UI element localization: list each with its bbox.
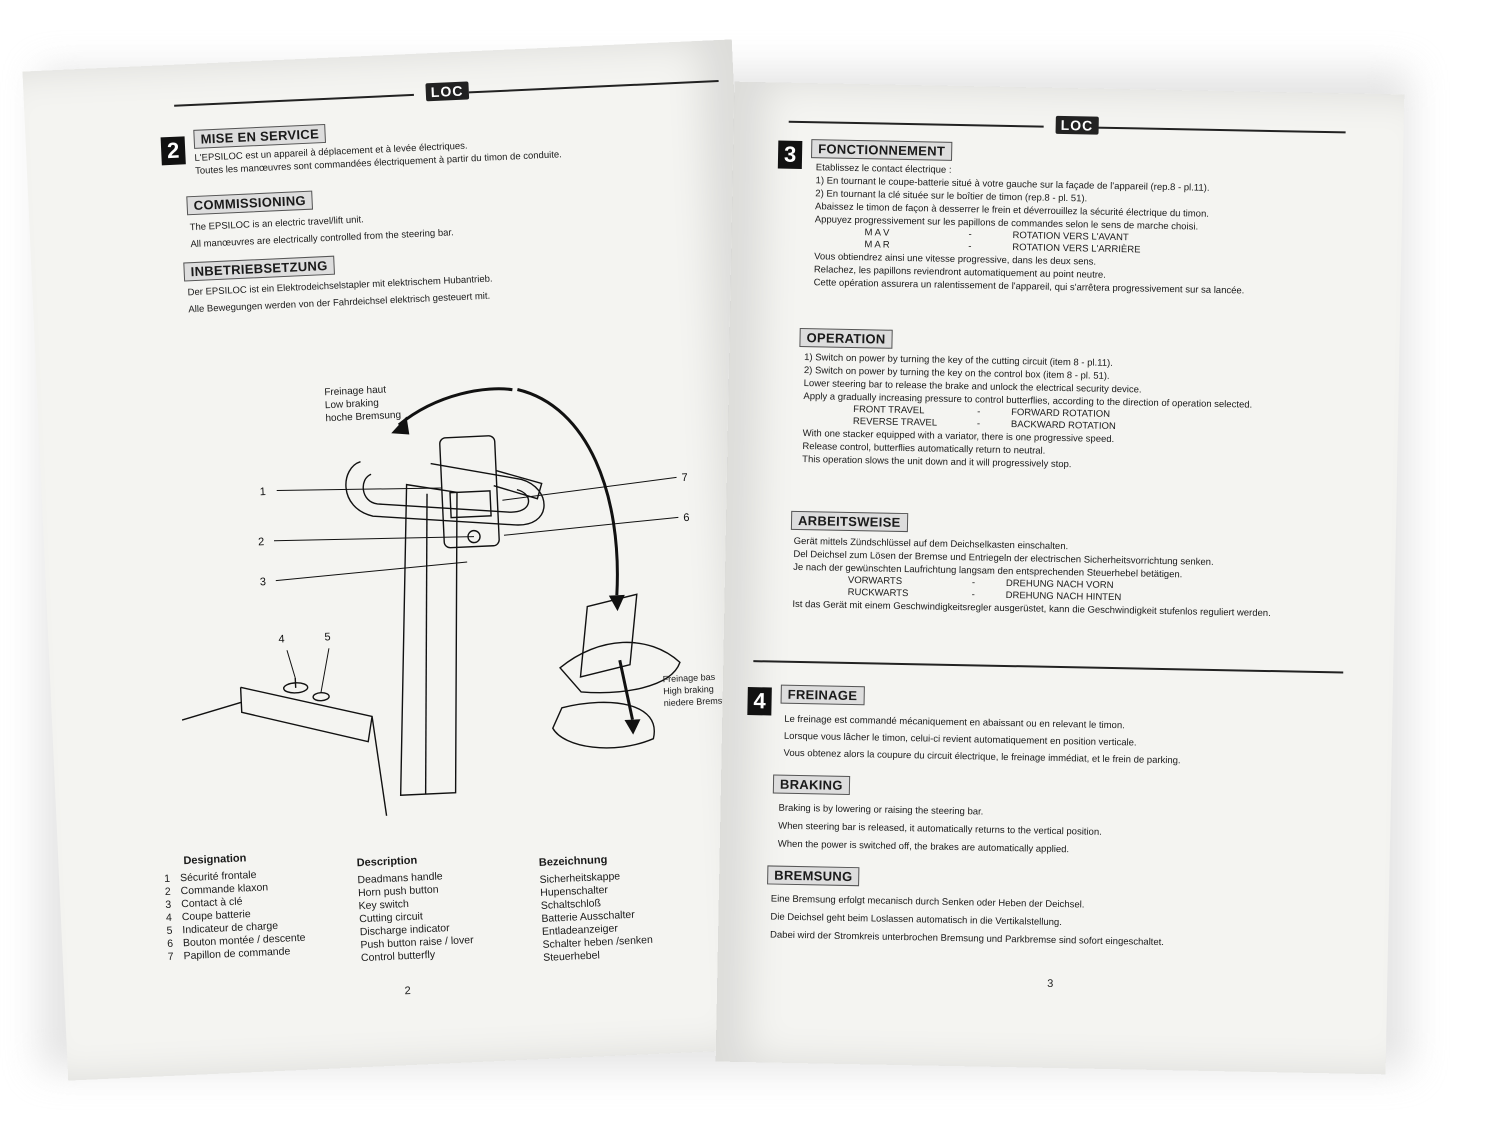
part-number-3: 3 <box>260 576 267 588</box>
heading-operation: OPERATION <box>799 327 893 349</box>
heading-mise-en-service: MISE EN SERVICE <box>193 123 327 149</box>
de-braking-text: Eine Bremsung erfolgt mecanisch durch Se… <box>769 893 1165 949</box>
header-rule-left <box>788 120 1044 128</box>
left-page: LOC 2 MISE EN SERVICE L'EPSILOC est un a… <box>22 39 778 1081</box>
heading-braking: BRAKING <box>772 774 850 796</box>
section-number-4: 4 <box>747 687 772 716</box>
right-page: LOC 3 FONCTIONNEMENT Etablissez le conta… <box>715 81 1405 1075</box>
de-operation-text: Gerät mittels Zündschlüssel auf dem Deic… <box>792 535 1271 620</box>
part-number-1: 1 <box>260 486 267 498</box>
header-rule-right <box>1095 126 1346 134</box>
loc-logo: LOC <box>1055 115 1099 135</box>
section-divider <box>753 660 1344 674</box>
loc-logo: LOC <box>425 81 469 102</box>
part-number-7: 7 <box>681 472 688 484</box>
fr-braking-text: Le freinage est commandé mécaniquement e… <box>783 713 1181 767</box>
heading-bremsung: BREMSUNG <box>767 865 860 887</box>
header-rule-right <box>468 80 719 94</box>
part-number-6: 6 <box>683 512 690 524</box>
en-braking-text: Braking is by lowering or raising the st… <box>777 802 1102 856</box>
part-number-5: 5 <box>324 631 331 643</box>
part-number-4: 4 <box>278 633 285 645</box>
section-number: 2 <box>160 136 186 166</box>
heading-commissioning: COMMISSIONING <box>186 190 314 216</box>
heading-arbeitsweise: ARBEITSWEISE <box>790 510 908 533</box>
en-operation-text: 1) Switch on power by turning the key of… <box>802 352 1253 471</box>
page-number-left: 2 <box>404 984 411 998</box>
section-number-3: 3 <box>777 140 803 169</box>
fr-operation-text: Etablissez le contact électrique :1) En … <box>813 162 1245 297</box>
page-number-right: 3 <box>1047 977 1054 990</box>
heading-inbetriebsetzung: INBETRIEBSETZUNG <box>183 255 335 282</box>
part-number-2: 2 <box>258 536 265 548</box>
heading-freinage: FREINAGE <box>780 684 865 706</box>
en-text: The EPSILOC is an electric travel/lift u… <box>189 214 454 251</box>
header-rule-left <box>174 93 414 107</box>
steering-bar-diagram: 1 2 3 4 5 6 7 <box>181 387 690 816</box>
heading-fonctionnement: FONCTIONNEMENT <box>811 139 953 161</box>
